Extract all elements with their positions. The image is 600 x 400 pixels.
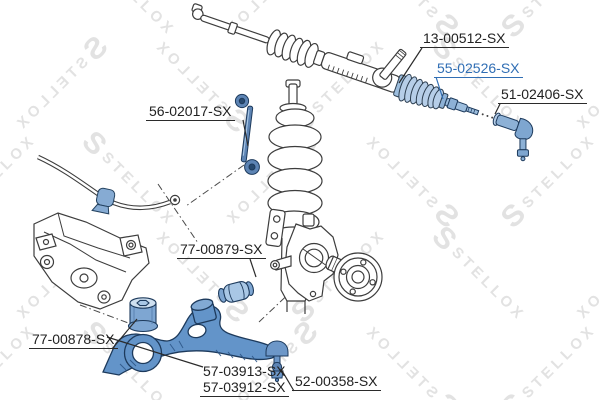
steering-knuckle-drawing	[270, 213, 339, 302]
wheel-hub-drawing	[325, 252, 383, 302]
arm-bushing-vertical-part[interactable]	[127, 297, 159, 333]
part-label-control-arm-b[interactable]: 57-03912-SX	[200, 379, 289, 397]
part-label-control-arm[interactable]: 57-03913-SX 57-03912-SX	[200, 363, 289, 397]
control-arm-part[interactable]	[102, 297, 277, 376]
subframe-drawing	[33, 212, 150, 310]
inner-tie-rod-part[interactable]	[444, 97, 495, 123]
tie-rod-end-part[interactable]	[483, 110, 541, 164]
part-label-inner-tie-rod-highlighted[interactable]: 55-02526-SX	[434, 60, 523, 78]
stabilizer-link-part[interactable]	[234, 93, 260, 175]
stabilizer-bushing-part[interactable]	[91, 187, 116, 215]
arm-bushing-horizontal-part[interactable]	[217, 279, 256, 305]
leader-lines	[106, 47, 501, 392]
part-label-control-arm-a[interactable]: 57-03913-SX	[203, 363, 286, 379]
ball-joint-part[interactable]	[265, 340, 289, 383]
steering-boot-part[interactable]	[392, 71, 450, 114]
part-label-tie-rod-end[interactable]: 51-02406-SX	[498, 86, 587, 104]
part-label-arm-bushing-front[interactable]: 77-00879-SX	[177, 241, 266, 259]
part-label-stabilizer-link[interactable]: 56-02017-SX	[146, 103, 235, 121]
steering-rack-drawing	[191, 3, 407, 93]
part-label-arm-bushing-rear[interactable]: 77-00878-SX	[29, 331, 118, 349]
part-label-ball-joint[interactable]: 52-00358-SX	[292, 373, 381, 391]
part-label-rack-boot[interactable]: 13-00512-SX	[420, 30, 509, 48]
